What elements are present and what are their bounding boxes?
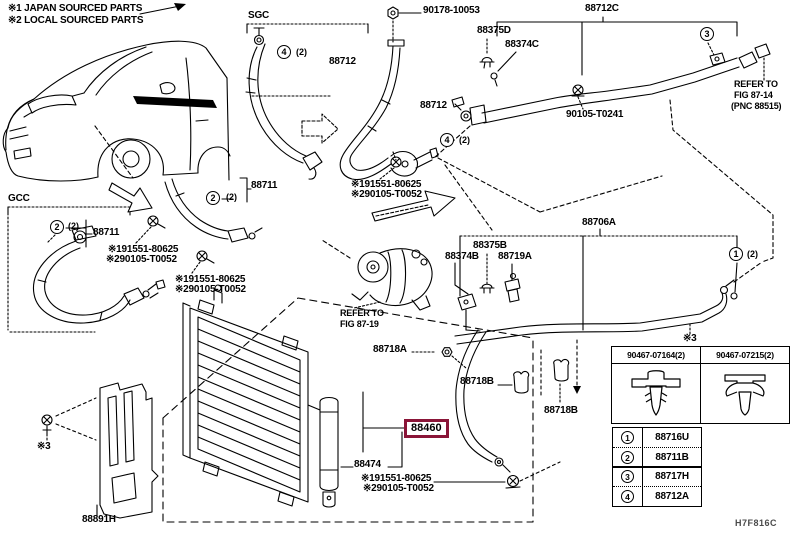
part-label-88712c: 88712C — [585, 3, 619, 14]
hose-88711-gcc-drawing — [32, 219, 166, 324]
part-label-88712-mid: 88712 — [420, 100, 447, 111]
liquid-pipe-drawing — [411, 329, 581, 489]
part-label-88711-left: 88711 — [93, 227, 120, 238]
legend-part-88716u: 88716U — [655, 432, 689, 443]
clip-table-note-star3: ※3 — [683, 333, 697, 344]
part-label-88711-right: 88711 — [251, 180, 278, 191]
ref-fig8714-line3: (PNC 88515) — [731, 101, 782, 111]
legend-part-88711b: 88711B — [655, 452, 689, 463]
legend-part-88717h: 88717H — [655, 471, 689, 483]
callout-2-right-qty: (2) — [226, 192, 237, 202]
direction-arrows — [108, 113, 456, 222]
legend-callout-4: 4 — [613, 487, 643, 507]
bracket-88891h-drawing — [41, 382, 159, 519]
callout-4-mid-qty: (2) — [459, 135, 470, 145]
legend-box-2: 3 88717H 4 88712A — [612, 466, 702, 508]
callout-4-mid: 4 — [440, 133, 454, 147]
callout-2-right: 2 — [206, 191, 220, 205]
pipe-88712c-drawing — [433, 16, 774, 263]
part-label-88374c: 88374C — [505, 39, 539, 50]
part-label-88712-top: 88712 — [329, 56, 356, 67]
clip-table-header-1: 90467-07164(2) — [611, 346, 701, 364]
legend-box-1: 1 88716U 2 88711B — [612, 427, 702, 468]
condenser-drawing — [182, 284, 405, 507]
figure-code: H7F816C — [735, 518, 778, 528]
group-label-gcc: GCC — [8, 193, 30, 204]
callout-3: 3 — [700, 27, 714, 41]
compressor-drawing — [321, 239, 433, 311]
callout-4-top: 4 — [277, 45, 291, 59]
clip-table-header-2: 90467-07215(2) — [700, 346, 790, 364]
part-label-88474: 88474 — [354, 459, 381, 470]
legend-table: 1 88716U 2 88711B 3 88717H 4 88712A — [612, 427, 702, 508]
part-label-88718b-upper: 88718B — [460, 376, 494, 387]
pipe-88706a-drawing — [454, 228, 763, 345]
legend-row-1: 1 88716U — [613, 428, 701, 447]
bolt-note-4-line1: ※191551-80625 — [361, 473, 432, 484]
ref-fig8719-line1: REFER TO — [340, 308, 384, 318]
bolt-note-3-line2: ※290105-T0052 — [175, 284, 246, 295]
part-label-88375b: 88375B — [473, 240, 507, 251]
bolt-note-3-line1: ※191551-80625 — [175, 274, 246, 285]
part-label-88718b-lower: 88718B — [544, 405, 578, 416]
note-japan-sourced: ※1 JAPAN SOURCED PARTS — [8, 3, 143, 14]
hose-88712-sgc-drawing — [245, 27, 323, 180]
bolt-note-1-line2: ※290105-T0052 — [351, 189, 422, 200]
legend-callout-1: 1 — [613, 428, 643, 447]
clip-icon-07215 — [724, 374, 766, 416]
part-label-90178-10053: 90178-10053 — [423, 5, 480, 16]
legend-callout-3: 3 — [613, 467, 643, 487]
star3-note-left: ※3 — [37, 441, 51, 452]
note-local-sourced: ※2 LOCAL SOURCED PARTS — [8, 15, 144, 26]
ref-fig8714-line1: REFER TO — [734, 79, 778, 89]
ref-fig8714-line2: FIG 87-14 — [734, 90, 773, 100]
hose-88711-right-drawing — [164, 177, 263, 243]
part-label-90105-t0241: 90105-T0241 — [566, 109, 624, 120]
legend-callout-2: 2 — [613, 448, 643, 467]
callout-1: 1 — [729, 247, 743, 261]
bolt-note-2-line1: ※191551-80625 — [108, 244, 179, 255]
part-label-88375d: 88375D — [477, 25, 511, 36]
highlighted-part-label-88460: 88460 — [404, 419, 449, 438]
clip-size-table: 90467-07164(2) 90467-07215(2) — [611, 346, 790, 424]
fastener-leaders — [134, 151, 402, 274]
legend-part-88712a: 88712A — [655, 491, 689, 503]
legend-row-4: 4 88712A — [613, 486, 701, 507]
callout-2-left: 2 — [50, 220, 64, 234]
receiver-drier-drawing — [307, 396, 403, 508]
ref-fig8719-line2: FIG 87-19 — [340, 319, 379, 329]
clip-table-cell-2 — [700, 363, 790, 424]
part-label-88719a: 88719A — [498, 251, 532, 262]
part-label-88891h: 88891H — [82, 514, 116, 525]
part-label-88706a: 88706A — [582, 217, 616, 228]
callout-4-top-qty: (2) — [296, 47, 307, 57]
part-label-88374b: 88374B — [445, 251, 479, 262]
hose-88712-main-drawing — [339, 6, 663, 231]
region-boxes — [7, 23, 534, 523]
callout-1-qty: (2) — [747, 249, 758, 259]
clip-table-cell-1 — [611, 363, 701, 424]
part-label-88718a: 88718A — [373, 344, 407, 355]
callout-2-left-qty: (2) — [68, 221, 79, 231]
group-label-sgc: SGC — [248, 10, 270, 21]
legend-row-2: 2 88711B — [613, 447, 701, 467]
bolt-note-1-line1: ※191551-80625 — [351, 179, 422, 190]
legend-row-3: 3 88717H — [613, 467, 701, 487]
bolt-note-4-line2: ※290105-T0052 — [363, 483, 434, 494]
clip-icon-07164 — [631, 370, 681, 416]
car-illustration — [2, 3, 231, 182]
bolt-note-2-line2: ※290105-T0052 — [106, 254, 177, 265]
